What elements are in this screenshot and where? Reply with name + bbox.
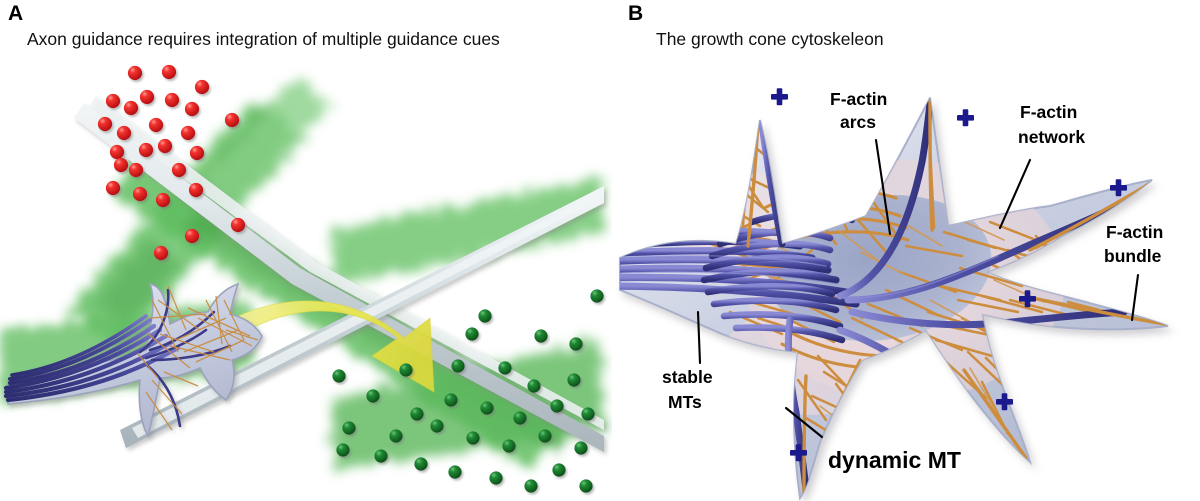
plus-end-marker — [957, 109, 974, 127]
label-f-actin-network-line1: F-actin — [1020, 102, 1077, 122]
leader-f-actin-arcs — [874, 138, 892, 236]
label-dynamic-mt: dynamic MT — [828, 447, 961, 473]
panel-letter-b: B — [628, 2, 644, 25]
label-dynamic-mt-text: dynamic MT — [828, 447, 961, 473]
label-f-actin-bundle-line2: bundle — [1104, 246, 1162, 266]
leader-f-actin-bundle — [1130, 273, 1140, 322]
label-f-actin-network-line2: network — [1018, 127, 1085, 147]
label-f-actin-arcs-line2: arcs — [840, 112, 876, 132]
plus-end-markers — [771, 88, 1127, 462]
green-guidance-cues — [332, 289, 604, 493]
label-f-actin-network: F-actin network — [1018, 102, 1085, 147]
plus-end-marker — [996, 393, 1013, 411]
turning-arrow — [235, 300, 435, 393]
panel-title-b: The growth cone cytoskeleon — [656, 29, 884, 49]
label-stable-mts-line1: stable — [662, 367, 713, 387]
label-f-actin-arcs: F-actin arcs — [830, 89, 887, 132]
red-guidance-cues — [97, 64, 246, 261]
panel-letter-a: A — [8, 2, 24, 25]
plus-end-marker — [790, 444, 807, 462]
panel-title-a: Axon guidance requires integration of mu… — [27, 29, 500, 49]
panel-a-scene — [0, 64, 604, 493]
plus-end-marker — [1110, 179, 1127, 197]
plus-end-marker — [771, 88, 788, 106]
leader-stable-mts — [696, 310, 702, 365]
axon-tract-descending — [74, 96, 604, 452]
label-f-actin-bundle: F-actin bundle — [1104, 222, 1163, 266]
label-stable-mts-line2: MTs — [668, 392, 702, 412]
label-stable-mts: stable MTs — [662, 367, 713, 412]
label-f-actin-arcs-line1: F-actin — [830, 89, 887, 109]
label-f-actin-bundle-line1: F-actin — [1106, 222, 1163, 242]
plus-end-marker — [1019, 290, 1036, 308]
tract-halo-right-band — [330, 178, 604, 285]
panel-b-scene: F-actin arcs F-actin network F-actin bun… — [619, 88, 1169, 501]
leader-dynamic-mt — [784, 406, 824, 439]
growth-cone-panel-a — [3, 282, 263, 439]
leader-f-actin-network — [998, 158, 1032, 230]
